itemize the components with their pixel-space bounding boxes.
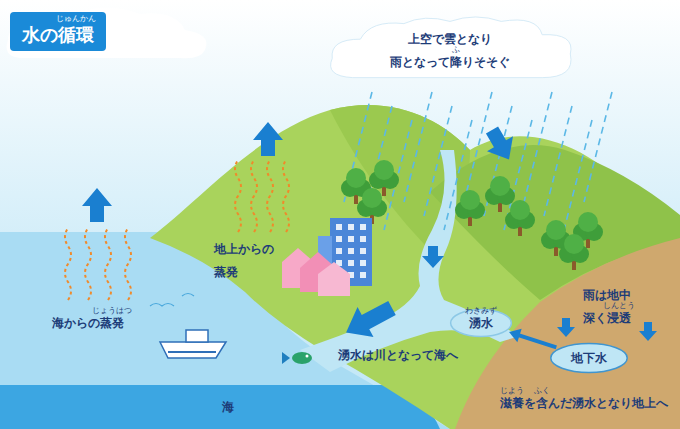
river: [300, 150, 520, 372]
furigana: わきみず: [465, 307, 497, 315]
tree-leaves: [362, 188, 382, 208]
window: [336, 236, 342, 242]
sea-evaporation-label: 海からの蒸発: [52, 312, 124, 335]
window: [360, 248, 366, 254]
tree-leaves: [374, 160, 394, 180]
sea-label: 海: [222, 396, 234, 419]
sea-deep-band: [0, 385, 440, 429]
evaporation-line: [283, 160, 289, 232]
evaporation-line: [125, 228, 131, 300]
pink-house: [318, 262, 350, 296]
trees: [341, 160, 603, 270]
fish: [282, 352, 312, 364]
evaporation-line: [65, 228, 71, 300]
evaporation-line: [267, 160, 273, 232]
tree-leaves: [546, 220, 566, 240]
spring-to-river-label: 湧水は川となって海へ: [338, 344, 458, 367]
buildings: [282, 218, 372, 296]
arrowhead: [509, 329, 522, 342]
tree-leaves: [460, 190, 480, 210]
title: 水の循環: [22, 23, 94, 46]
boat: [160, 330, 226, 358]
river-arrow: [338, 293, 400, 347]
evaporation-line: [235, 160, 241, 232]
evaporation-lines: [65, 160, 289, 300]
cloud: 上空で雲となり 雨となって降りそそぐ: [322, 14, 578, 88]
rain-line: [504, 120, 532, 230]
up-arrow: [82, 188, 112, 222]
node-text: 上空で雲となり 雨となって降りそそぐ: [374, 28, 526, 74]
evaporation-line: [251, 160, 257, 232]
furigana: ふく: [534, 387, 550, 395]
waves: [150, 294, 194, 307]
window: [360, 260, 366, 266]
rain-line: [544, 106, 572, 216]
rain: [344, 92, 612, 230]
tree-leaves: [578, 212, 598, 232]
window: [336, 224, 342, 230]
down-arrow: [557, 318, 575, 337]
furigana: じよう: [500, 387, 524, 395]
furigana: じょうはつ: [92, 307, 132, 315]
small-cloud: [7, 7, 207, 58]
down-arrow: [422, 246, 444, 268]
tree-leaves: [490, 176, 510, 196]
tree-leaves: [510, 200, 530, 220]
rain-line: [524, 92, 552, 202]
node-text: 地下水: [571, 349, 607, 367]
cloud-shape: [322, 14, 578, 88]
furigana: しんとう: [603, 302, 635, 310]
land-evaporation-label: 地上からの蒸発: [214, 238, 278, 284]
rain-line: [464, 92, 492, 202]
green-hills: [150, 105, 680, 429]
window: [360, 236, 366, 242]
tree-leaves: [564, 234, 584, 254]
evaporation-line: [105, 228, 111, 300]
window: [348, 236, 354, 242]
evaporation-line: [85, 228, 91, 300]
window: [348, 224, 354, 230]
tree-leaves: [346, 168, 366, 188]
groundwater-pool: 地下水: [550, 343, 628, 373]
flow-arrows: [82, 122, 657, 347]
down-arrow: [479, 123, 522, 167]
rain-line: [404, 92, 432, 202]
window: [360, 272, 366, 278]
window: [360, 224, 366, 230]
rain-line: [584, 92, 612, 202]
cloud-outline: [331, 17, 571, 78]
window: [348, 260, 354, 266]
furigana: ふ: [452, 46, 460, 54]
spring-to-surface-label: 滋養を含んだ湧水となり地上へ: [500, 392, 668, 415]
up-arrow: [253, 122, 283, 156]
rain-line: [424, 106, 452, 216]
connector-line: [518, 335, 557, 348]
node-text: 湧水: [469, 314, 493, 332]
down-arrow: [639, 322, 657, 341]
ellipse-outline: [551, 344, 627, 373]
flow-connector: [509, 329, 556, 348]
window: [348, 248, 354, 254]
furigana: じゅんかん: [56, 15, 96, 23]
window: [336, 248, 342, 254]
